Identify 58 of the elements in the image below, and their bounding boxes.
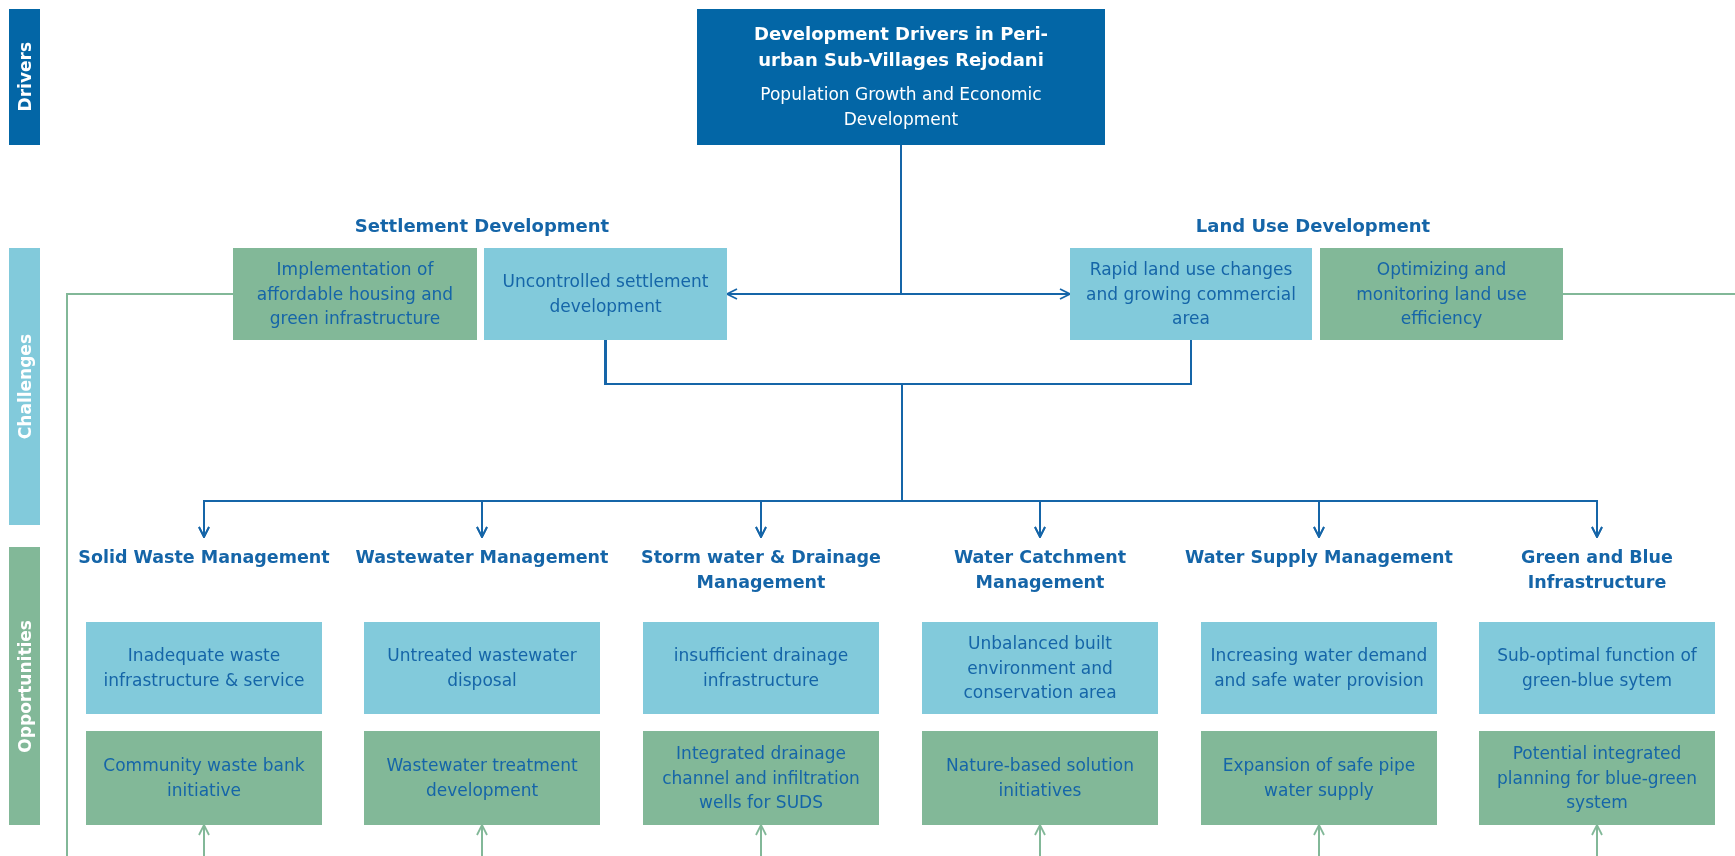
- opportunity-box: [1479, 731, 1715, 825]
- box-text: Community waste bank initiative: [102, 754, 306, 802]
- box-text: Nature-based solution initiatives: [945, 754, 1135, 802]
- opportunity-box: [922, 731, 1158, 825]
- challenge-box: [86, 622, 322, 714]
- band-title: Opportunities: [14, 619, 35, 753]
- opportunity-box: [233, 248, 477, 340]
- band-title: Drivers: [14, 42, 35, 112]
- box-text: Expansion of safe pipe water supply: [1221, 754, 1417, 802]
- challenge-box: [643, 622, 879, 714]
- opportunity-box: [1320, 248, 1563, 340]
- arrow: [1034, 824, 1046, 856]
- arrow: [476, 824, 488, 856]
- connector-line: [66, 293, 234, 856]
- section-band: [9, 547, 40, 825]
- section-band: [9, 9, 40, 145]
- arrow: [755, 824, 767, 856]
- box-title: Development Drivers in Peri-urban Sub-Villages Rejodani: [752, 22, 1050, 72]
- section-band: [9, 248, 40, 525]
- opportunity-box: [643, 731, 879, 825]
- box-text: Untreated wastewater disposal: [386, 644, 578, 692]
- box-text: Sub-optimal function of green-blue sytem: [1496, 644, 1698, 692]
- challenge-box: [1070, 248, 1312, 340]
- challenge-box: [484, 248, 727, 340]
- box-text: insufficient drainage infrastructure: [672, 644, 850, 692]
- category-heading: Solid Waste Management: [70, 545, 338, 605]
- category-heading: Wastewater Management: [348, 545, 616, 605]
- box-text: Integrated drainage channel and infiltration wells for SUDS: [661, 742, 861, 815]
- category-heading: Green and Blue Infrastructure: [1463, 545, 1731, 605]
- opportunity-box: [364, 731, 600, 825]
- box-text: Potential integrated planning for blue-green system: [1496, 742, 1698, 815]
- opportunity-box: [1201, 731, 1437, 825]
- category-heading: Water Supply Management: [1185, 545, 1453, 605]
- box-text: Wastewater treatment development: [385, 754, 579, 802]
- challenge-box: [922, 622, 1158, 714]
- opportunity-box: [86, 731, 322, 825]
- challenge-box: [1479, 622, 1715, 714]
- box-text: Increasing water demand and safe water provision: [1209, 644, 1429, 692]
- group-heading: Settlement Development: [354, 214, 610, 236]
- arrow: [198, 824, 210, 856]
- group-heading: Land Use Development: [1195, 214, 1431, 236]
- box-text: Implementation of affordable housing and green infrastructure: [255, 258, 455, 331]
- box-text: Inadequate waste infrastructure & service: [102, 644, 306, 692]
- box-text: Uncontrolled settlement development: [501, 270, 710, 318]
- band-title: Challenges: [14, 333, 35, 440]
- connector-line: [1562, 293, 1735, 295]
- category-heading: Water Catchment Management: [906, 545, 1174, 605]
- category-heading: Storm water & Drainage Management: [627, 545, 895, 605]
- challenge-box: [1201, 622, 1437, 714]
- box-text: Optimizing and monitoring land use efficiency: [1355, 258, 1528, 331]
- arrow: [900, 144, 1071, 300]
- box-subtitle: Population Growth and Economic Development: [759, 82, 1043, 132]
- box-text: Unbalanced built environment and conservation area: [962, 632, 1118, 705]
- box-text: Rapid land use changes and growing commercial area: [1085, 258, 1297, 331]
- driver-box: [697, 9, 1105, 145]
- arrow: [1313, 824, 1325, 856]
- challenge-box: [364, 622, 600, 714]
- arrow: [1591, 824, 1603, 856]
